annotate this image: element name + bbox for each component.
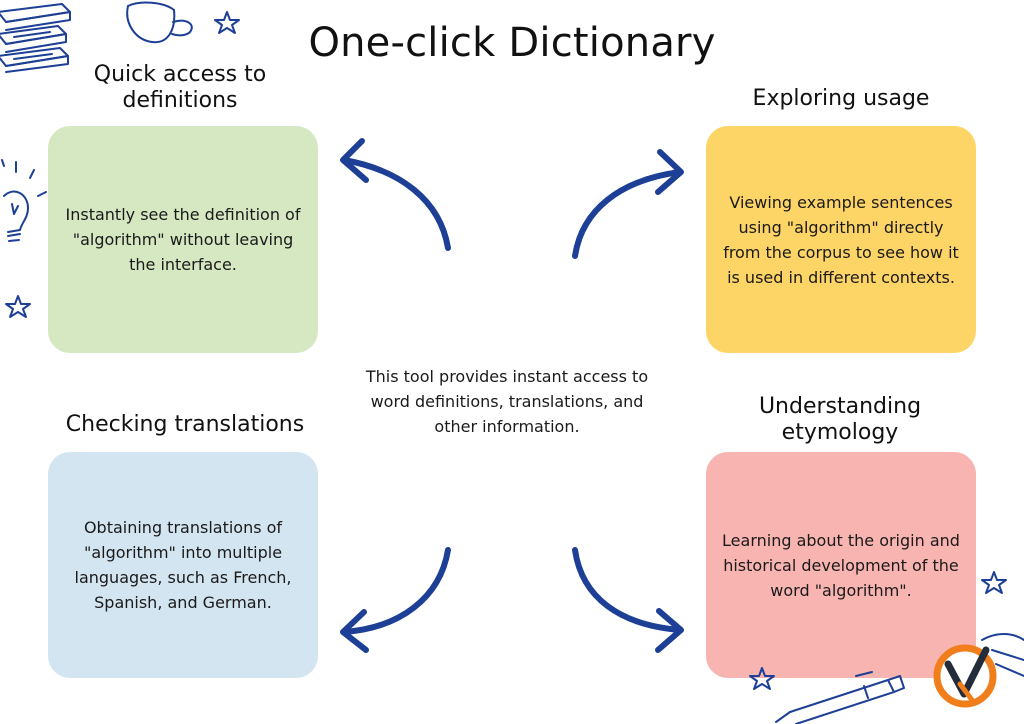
heading-checking-translations: Checking translations	[65, 412, 305, 437]
center-description: This tool provides instant access to wor…	[365, 367, 649, 436]
heading-understanding-etymology: Understanding etymology	[758, 394, 922, 445]
books-icon	[0, 3, 71, 73]
pen-icon	[775, 671, 905, 724]
arrow-to-quick-access	[340, 138, 451, 251]
arrow-to-exploring-usage	[572, 149, 684, 259]
arrow-to-understanding-etymology	[572, 547, 684, 653]
heading-exploring-usage: Exploring usage	[752, 86, 930, 111]
card-checking-translations: Obtaining translations of "algorithm" in…	[48, 452, 318, 678]
cup-icon	[126, 1, 193, 44]
star-icon	[749, 667, 775, 690]
lightbulb-icon	[1, 159, 47, 242]
page-title: One-click Dictionary	[308, 20, 716, 66]
heading-quick-access: Quick access to definitions	[93, 62, 267, 113]
card-understanding-etymology-text: Learning about the origin and historical…	[722, 530, 960, 600]
card-exploring-usage-text: Viewing example sentences using "algorit…	[723, 192, 959, 287]
card-quick-access: Instantly see the definition of "algorit…	[48, 126, 318, 353]
arrow-to-checking-translations	[340, 547, 451, 653]
notebook-icon	[981, 633, 1024, 677]
card-checking-translations-text: Obtaining translations of "algorithm" in…	[74, 518, 292, 612]
card-quick-access-text: Instantly see the definition of "algorit…	[65, 205, 301, 274]
logo-icon	[933, 644, 997, 708]
star-icon	[981, 571, 1007, 594]
star-icon	[214, 11, 240, 34]
star-icon	[5, 295, 31, 318]
card-understanding-etymology: Learning about the origin and historical…	[706, 452, 976, 678]
card-exploring-usage: Viewing example sentences using "algorit…	[706, 126, 976, 353]
